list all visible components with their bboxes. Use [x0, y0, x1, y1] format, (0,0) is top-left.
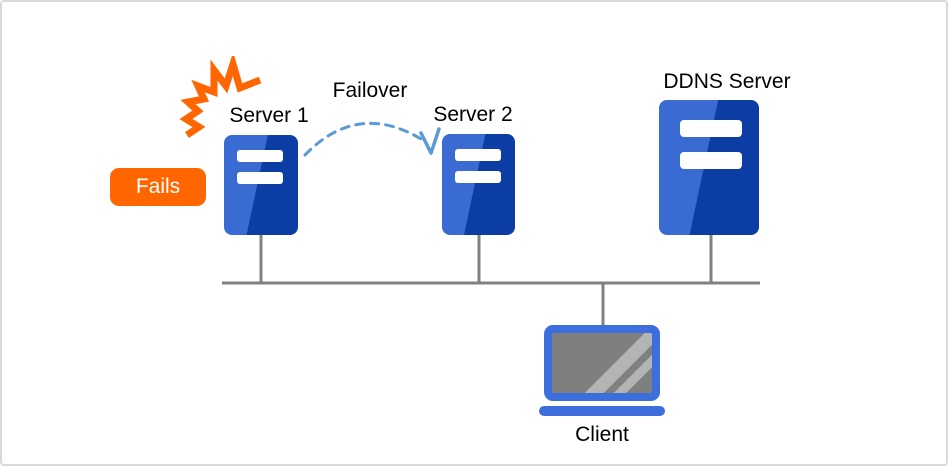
server1-label: Server 1: [229, 104, 309, 127]
fails-badge: Fails: [110, 168, 206, 206]
server-slot: [237, 172, 283, 184]
ddns-server-label: DDNS Server: [663, 70, 791, 93]
server-slot: [455, 171, 501, 183]
server-slot: [680, 120, 742, 137]
crash-burst-icon: [179, 56, 262, 138]
laptop-screen: [552, 333, 652, 393]
laptop-base: [539, 406, 665, 416]
client-label: Client: [575, 423, 629, 446]
failover-arc: [303, 121, 428, 157]
ddns-server-tower-icon: [659, 100, 759, 235]
server-slot: [455, 149, 501, 161]
failover-arrowhead-icon: [419, 127, 441, 155]
failover-label: Failover: [332, 79, 408, 102]
laptop-icon: [544, 325, 660, 401]
server2-label: Server 2: [433, 103, 513, 126]
crash-burst-shape: [179, 56, 262, 138]
server1-tower-icon: [224, 135, 298, 235]
server-slot: [680, 152, 742, 169]
server-slot: [237, 150, 283, 162]
server2-tower-icon: [442, 134, 515, 235]
